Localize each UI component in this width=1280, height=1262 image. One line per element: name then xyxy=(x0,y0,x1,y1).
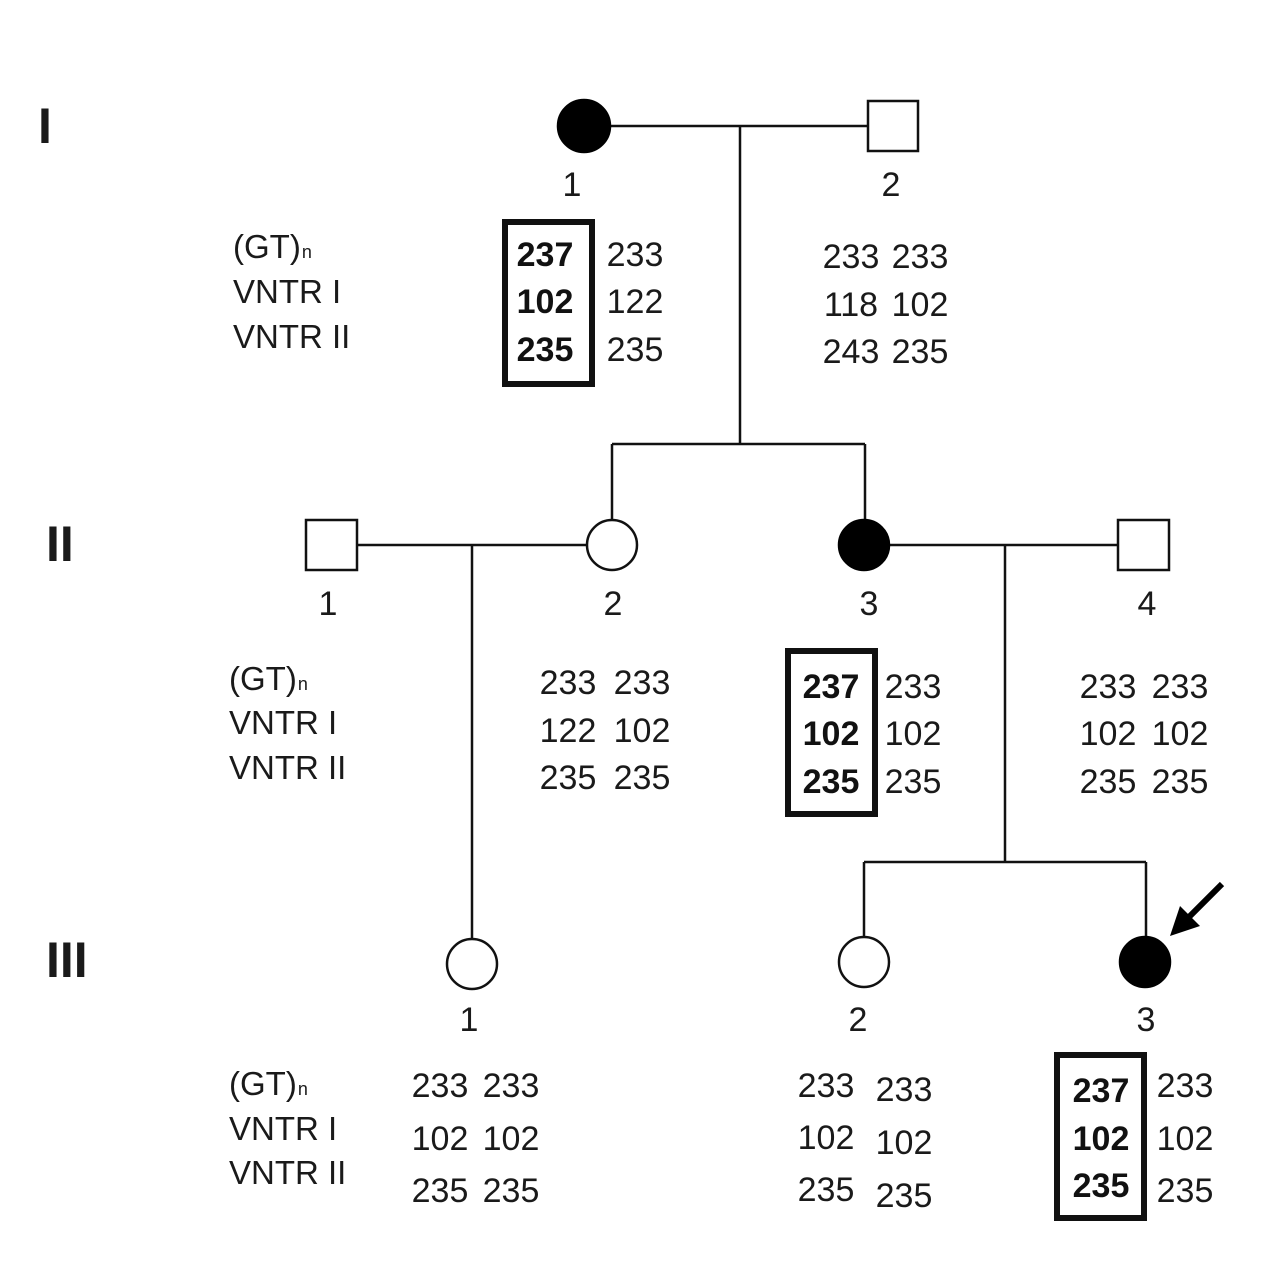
individual-number-II1: 1 xyxy=(319,585,338,623)
allele: 102 xyxy=(517,283,574,321)
allele: 235 xyxy=(483,1172,540,1210)
allele: 237 xyxy=(1073,1072,1130,1110)
allele: 235 xyxy=(803,763,860,801)
disease-haplotype-box xyxy=(785,648,878,817)
disease-haplotype-box xyxy=(1054,1052,1147,1221)
haplotype-II2: 233 122 235 233 102 235 xyxy=(540,664,671,797)
allele: 235 xyxy=(614,759,671,797)
allele: 122 xyxy=(540,712,597,750)
allele: 233 xyxy=(823,238,880,276)
individual-II1-male-symbol[interactable] xyxy=(304,518,359,572)
generation-label-III: III xyxy=(46,932,88,988)
allele: 102 xyxy=(803,715,860,753)
marker-label-vntr2: VNTR II xyxy=(229,749,346,786)
individual-II3-affected-female-symbol[interactable] xyxy=(837,518,891,572)
allele: 233 xyxy=(483,1067,540,1105)
allele: 237 xyxy=(803,668,860,706)
allele: 235 xyxy=(1073,1167,1130,1205)
allele: 102 xyxy=(798,1119,855,1157)
proband-arrow-icon xyxy=(1170,881,1225,936)
individual-III1-female-symbol[interactable] xyxy=(445,937,499,991)
allele: 102 xyxy=(483,1120,540,1158)
marker-label-gt: (GT)n xyxy=(229,660,308,697)
haplotype-I2: 233 118 243 233 102 235 xyxy=(823,238,949,371)
individual-II2-female-symbol[interactable] xyxy=(585,518,639,572)
individual-II4-male-symbol[interactable] xyxy=(1116,518,1171,572)
individual-I1-affected-female-symbol[interactable] xyxy=(556,98,612,154)
allele: 235 xyxy=(1157,1172,1214,1210)
allele: 235 xyxy=(607,331,664,369)
marker-labels-gen-II: (GT)n VNTR I VNTR II xyxy=(229,660,346,786)
marker-label-vntr1: VNTR I xyxy=(233,273,341,310)
allele: 233 xyxy=(540,664,597,702)
individual-number-II2: 2 xyxy=(604,585,623,623)
allele: 233 xyxy=(876,1071,933,1109)
disease-haplotype-box xyxy=(502,219,595,387)
marker-label-vntr2: VNTR II xyxy=(229,1154,346,1191)
individual-number-III1: 1 xyxy=(460,1001,479,1039)
allele: 233 xyxy=(885,668,942,706)
allele: 235 xyxy=(1080,763,1137,801)
individual-number-I1: 1 xyxy=(563,166,582,204)
allele: 235 xyxy=(540,759,597,797)
allele: 237 xyxy=(517,236,574,274)
allele: 233 xyxy=(1080,668,1137,706)
allele: 235 xyxy=(412,1172,469,1210)
marker-label-vntr2: VNTR II xyxy=(233,318,350,355)
allele: 243 xyxy=(823,333,880,371)
allele: 102 xyxy=(1073,1120,1130,1158)
haplotype-III3: 237 102 235 233 102 235 xyxy=(1054,1052,1214,1221)
individual-number-III3: 3 xyxy=(1137,1001,1156,1039)
generation-label-II: II xyxy=(46,516,74,572)
haplotype-III2: 233 102 235 233 102 235 xyxy=(798,1067,933,1215)
allele: 235 xyxy=(876,1177,933,1215)
allele: 235 xyxy=(517,331,574,369)
marker-labels-gen-I: (GT)n VNTR I VNTR II xyxy=(233,228,350,355)
allele: 102 xyxy=(1152,715,1209,753)
individual-I2-male-symbol[interactable] xyxy=(866,99,920,153)
haplotype-II3: 237 102 235 233 102 235 xyxy=(785,648,942,817)
allele: 233 xyxy=(412,1067,469,1105)
individual-number-III2: 2 xyxy=(849,1001,868,1039)
allele: 102 xyxy=(1157,1120,1214,1158)
marker-label-vntr1: VNTR I xyxy=(229,1110,337,1147)
allele: 102 xyxy=(892,286,949,324)
individual-number-I2: 2 xyxy=(882,166,901,204)
individual-III3-affected-female-symbol[interactable] xyxy=(1118,935,1172,989)
haplotype-I1: 237 102 235 233 122 235 xyxy=(502,219,664,387)
marker-labels-gen-III: (GT)n VNTR I VNTR II xyxy=(229,1065,346,1191)
allele: 122 xyxy=(607,283,664,321)
individual-number-II4: 4 xyxy=(1138,585,1157,623)
allele: 233 xyxy=(607,236,664,274)
allele: 102 xyxy=(885,715,942,753)
allele: 233 xyxy=(1157,1067,1214,1105)
allele: 233 xyxy=(614,664,671,702)
marker-label-gt: (GT)n xyxy=(233,228,312,265)
allele: 235 xyxy=(798,1171,855,1209)
marker-label-gt: (GT)n xyxy=(229,1065,308,1102)
allele: 233 xyxy=(892,238,949,276)
generation-label-I: I xyxy=(38,98,52,154)
allele: 102 xyxy=(876,1124,933,1162)
allele: 235 xyxy=(885,763,942,801)
allele: 102 xyxy=(614,712,671,750)
marker-label-vntr1: VNTR I xyxy=(229,704,337,741)
allele: 102 xyxy=(412,1120,469,1158)
individual-number-II3: 3 xyxy=(860,585,879,623)
allele: 235 xyxy=(892,333,949,371)
allele: 235 xyxy=(1152,763,1209,801)
individual-III2-female-symbol[interactable] xyxy=(837,935,891,989)
haplotype-III1: 233 102 235 233 102 235 xyxy=(412,1067,540,1210)
allele: 102 xyxy=(1080,715,1137,753)
allele: 233 xyxy=(1152,668,1209,706)
haplotype-II4: 233 102 235 233 102 235 xyxy=(1080,668,1209,801)
allele: 118 xyxy=(824,286,878,324)
allele: 233 xyxy=(798,1067,855,1105)
